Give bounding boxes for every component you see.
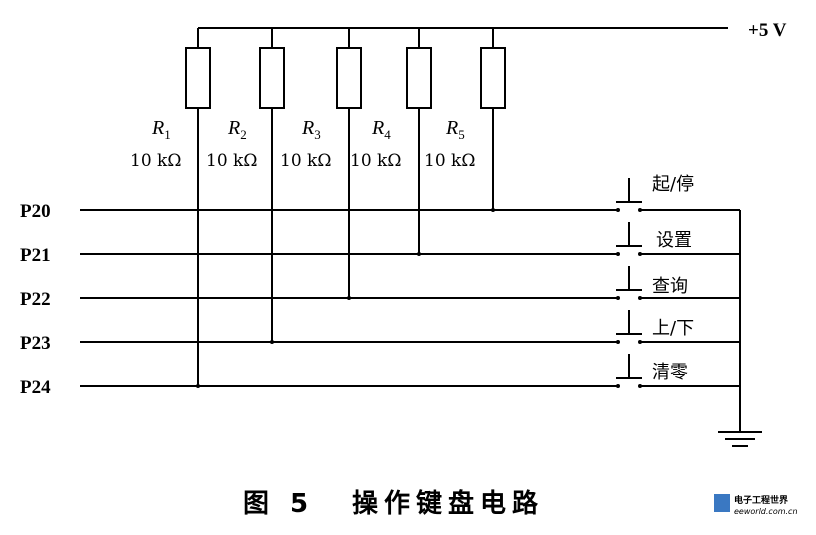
port-label: P20 <box>20 201 51 222</box>
resistor-subscript: 5 <box>458 127 465 142</box>
figure-title: 操作键盘电路 <box>352 488 544 519</box>
component-group <box>185 47 762 447</box>
key-label: 查询 <box>652 276 688 297</box>
port-label: P24 <box>20 377 51 398</box>
switch-contact <box>638 384 642 388</box>
switch-contact <box>616 252 620 256</box>
resistor-label: R1 <box>151 117 171 142</box>
resistor-label: R3 <box>301 117 321 142</box>
resistor-name: R <box>301 117 314 139</box>
switch-contact <box>616 208 620 212</box>
label-group: +5 V 图 5 操作键盘电路 电子工程世界 eeworld.com.cn R1… <box>20 20 798 519</box>
junction-dot <box>196 384 200 388</box>
figure-number: 图 5 <box>243 489 314 519</box>
resistor-body <box>480 47 506 109</box>
supply-label: +5 V <box>748 20 787 41</box>
resistor-subscript: 2 <box>240 127 247 142</box>
junction-dot <box>270 340 274 344</box>
resistor-body <box>336 47 362 109</box>
junction-dot <box>491 208 495 212</box>
switch-contact <box>616 340 620 344</box>
switch-contact <box>638 208 642 212</box>
switch-contact <box>638 296 642 300</box>
key-label: 清零 <box>652 362 688 383</box>
resistor-label: R2 <box>227 117 247 142</box>
port-label: P22 <box>20 289 51 310</box>
resistor-value: 10 kΩ <box>206 151 257 171</box>
watermark-logo: 电子工程世界 eeworld.com.cn <box>714 494 798 516</box>
watermark-text: 电子工程世界 <box>734 494 788 506</box>
resistor-label: R5 <box>445 117 465 142</box>
watermark-url: eeworld.com.cn <box>734 507 798 516</box>
resistor-name: R <box>445 117 458 139</box>
key-label: 设置 <box>656 230 692 251</box>
resistor-body <box>406 47 432 109</box>
resistor-subscript: 1 <box>164 127 171 142</box>
resistor-value: 10 kΩ <box>280 151 331 171</box>
resistor-body <box>259 47 285 109</box>
wire-group <box>80 27 741 432</box>
resistor-name: R <box>227 117 240 139</box>
watermark-icon <box>714 494 730 512</box>
switch-contact <box>616 296 620 300</box>
resistor-value: 10 kΩ <box>350 151 401 171</box>
switch-contact <box>638 252 642 256</box>
port-label: P21 <box>20 245 51 266</box>
resistor-value: 10 kΩ <box>130 151 181 171</box>
key-label: 上/下 <box>652 318 694 339</box>
switch-contact <box>638 340 642 344</box>
resistor-subscript: 3 <box>314 127 321 142</box>
switch-contact <box>616 384 620 388</box>
resistor-body <box>185 47 211 109</box>
junction-dot <box>417 252 421 256</box>
resistor-name: R <box>151 117 164 139</box>
port-label: P23 <box>20 333 51 354</box>
resistor-name: R <box>371 117 384 139</box>
junction-dot <box>347 296 351 300</box>
resistor-label: R4 <box>371 117 391 142</box>
key-label: 起/停 <box>652 174 694 195</box>
resistor-value: 10 kΩ <box>424 151 475 171</box>
resistor-subscript: 4 <box>384 127 391 142</box>
